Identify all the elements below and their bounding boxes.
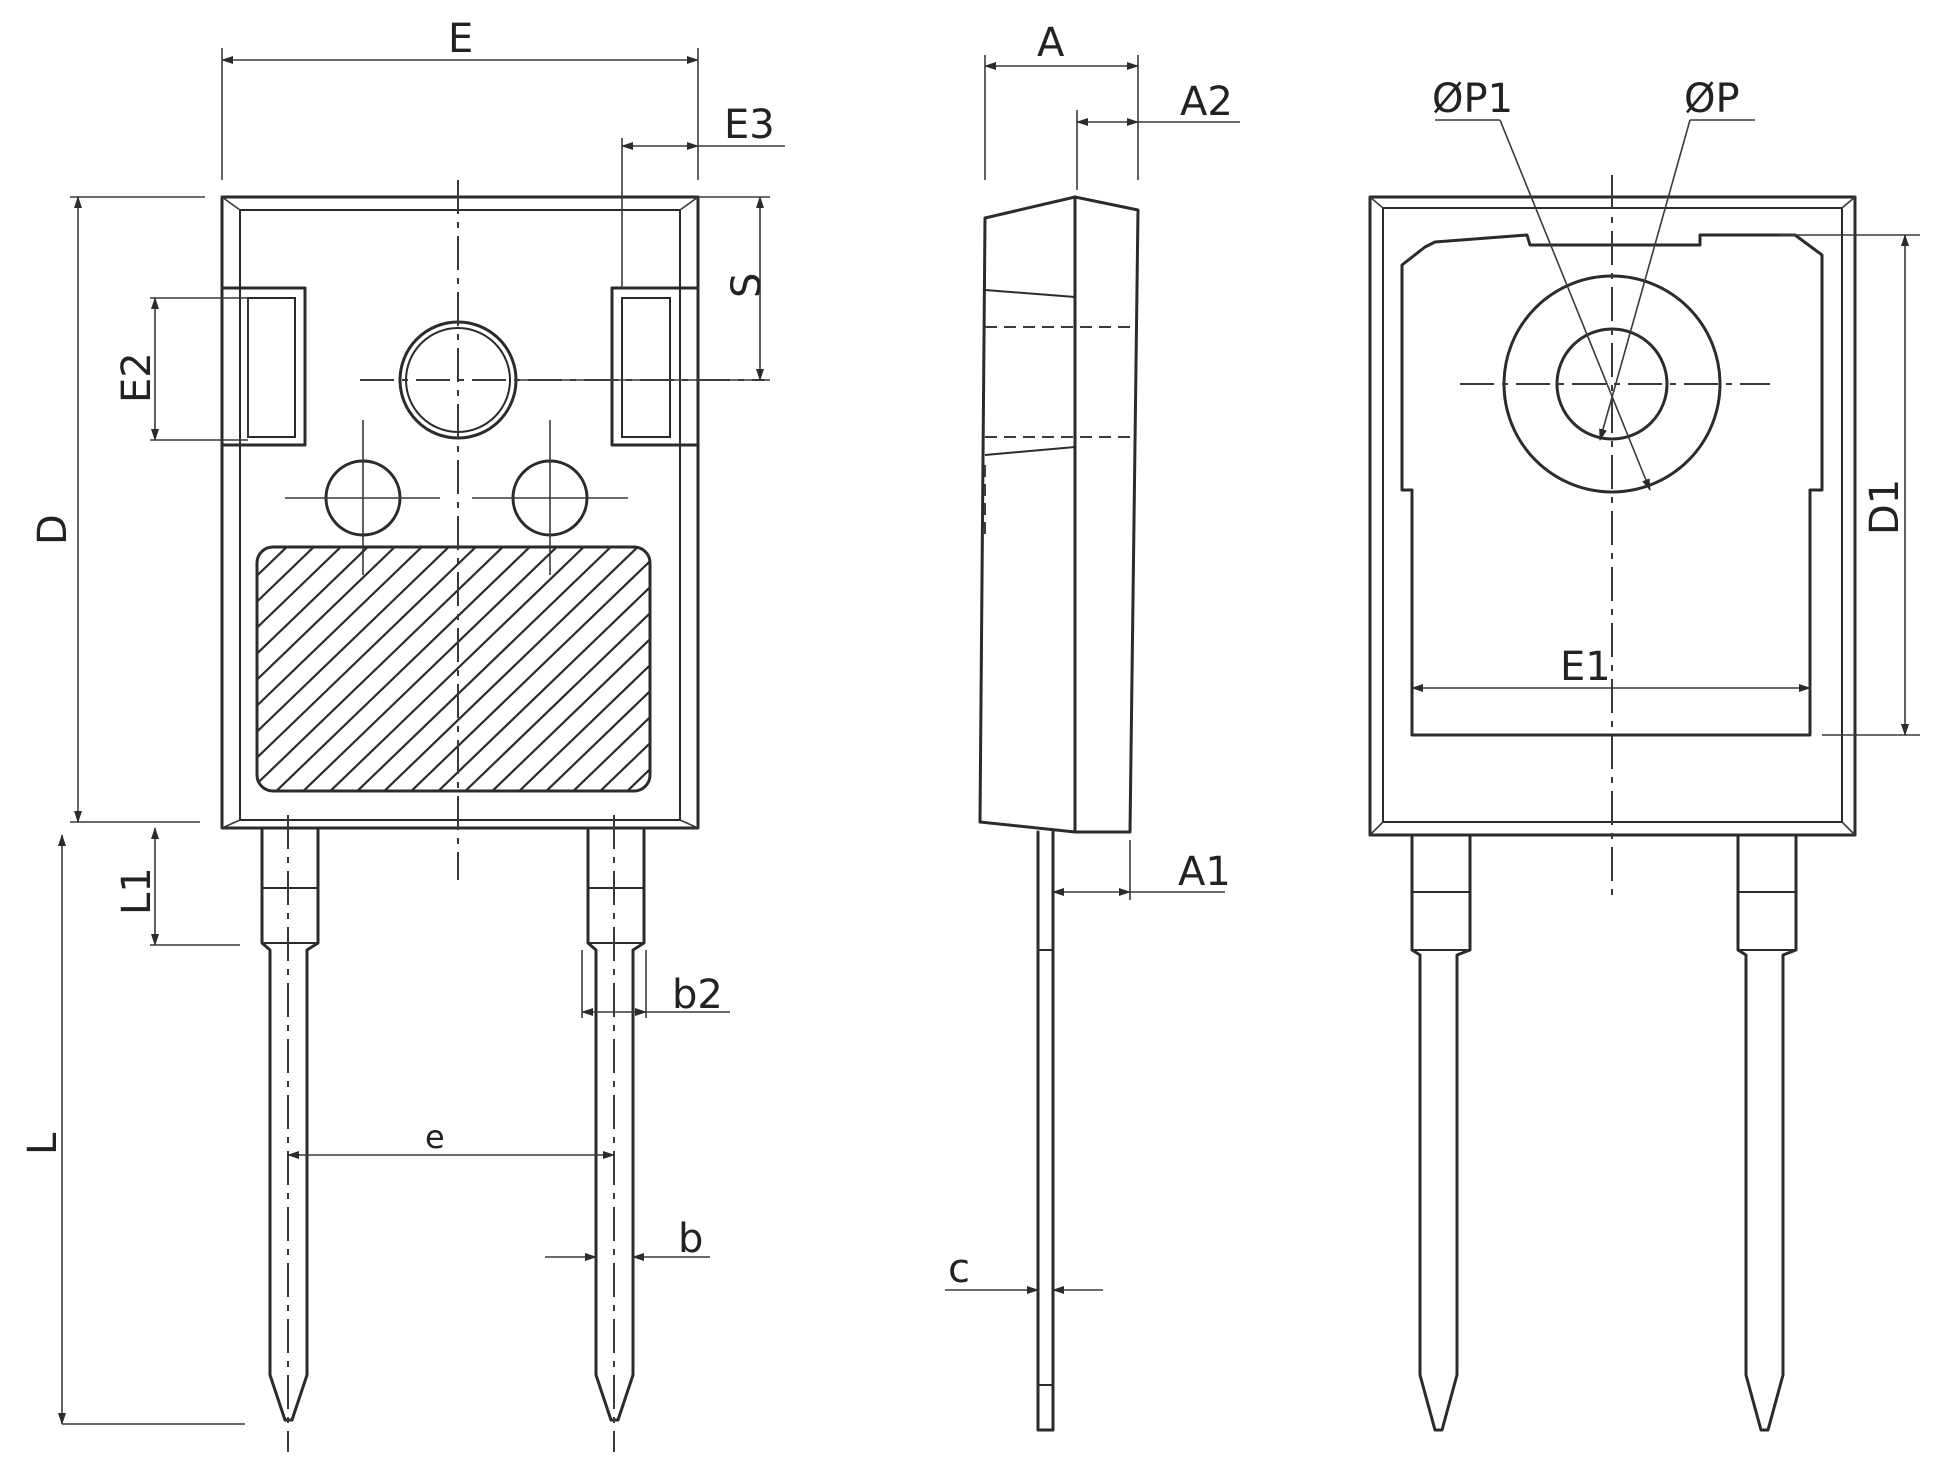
- dim-D1-label: D1: [1862, 479, 1908, 535]
- dim-L1-label: L1: [114, 867, 160, 915]
- hatch-line: [617, 547, 650, 791]
- hatch-line: [266, 547, 538, 791]
- dim-E2-label: E2: [114, 352, 160, 403]
- dim-A2-label: A2: [1180, 79, 1233, 125]
- dim-E1-label: E1: [1560, 644, 1611, 690]
- hatch-line: [482, 547, 650, 791]
- hatch-line: [590, 547, 650, 791]
- dim-A-label: A: [1037, 20, 1065, 66]
- hatch-line: [374, 547, 646, 791]
- dim-A1-label: A1: [1178, 849, 1231, 895]
- dim-e-label: e: [425, 1118, 445, 1156]
- side-view: A A2 A1 c: [945, 20, 1240, 1432]
- exposed-pad-hatched: [255, 545, 652, 793]
- right-side-notch: [610, 286, 700, 447]
- hatch-line: [672, 540, 942, 800]
- hatch-line: [401, 547, 650, 791]
- hatch-line: [509, 547, 650, 791]
- dim-b2-label: b2: [672, 972, 723, 1018]
- front-view: E E3 S E2 D L L1 b2: [20, 16, 942, 1452]
- front-lead-left: [260, 815, 320, 1452]
- hatch-line: [347, 547, 619, 791]
- hatch-line: [428, 547, 650, 791]
- hatch-line: [257, 547, 403, 791]
- hatch-line: [257, 547, 295, 791]
- front-lead-right: [586, 815, 646, 1452]
- hatch-line: [644, 547, 650, 791]
- hatch-line: [563, 547, 650, 791]
- hatch-line: [455, 547, 650, 791]
- side-lead: [1036, 830, 1055, 1432]
- dim-S-label: S: [724, 273, 770, 298]
- heatsink-tab-outline: [1400, 233, 1824, 737]
- dim-P-label: ØP: [1684, 76, 1740, 122]
- dim-b-label: b: [678, 1216, 703, 1262]
- dim-P1-label: ØP1: [1432, 76, 1513, 122]
- hatch-line: [257, 547, 376, 791]
- front-body-outline: [220, 195, 700, 830]
- back-view: ØP1 ØP D1 E1: [1368, 76, 1920, 1432]
- hatch-line: [536, 547, 650, 791]
- dim-D-label: D: [30, 514, 76, 545]
- hatch-line: [257, 547, 430, 791]
- hatch-line: [257, 547, 349, 791]
- hatch-line: [257, 547, 511, 791]
- hatch-line: [293, 547, 565, 791]
- hatch-line: [320, 547, 592, 791]
- back-lead-left: [1410, 833, 1472, 1432]
- dim-E-label: E: [448, 16, 473, 62]
- back-lead-right: [1736, 833, 1798, 1432]
- dim-E3-label: E3: [724, 102, 775, 148]
- dim-c-label: c: [948, 1246, 970, 1292]
- hatch-lines: [257, 540, 942, 800]
- hatch-line: [257, 547, 322, 791]
- hatch-line: [257, 547, 268, 791]
- dim-L-label: L: [20, 1132, 66, 1155]
- left-side-notch: [220, 286, 307, 447]
- hatch-line: [257, 547, 457, 791]
- hatch-line: [257, 547, 484, 791]
